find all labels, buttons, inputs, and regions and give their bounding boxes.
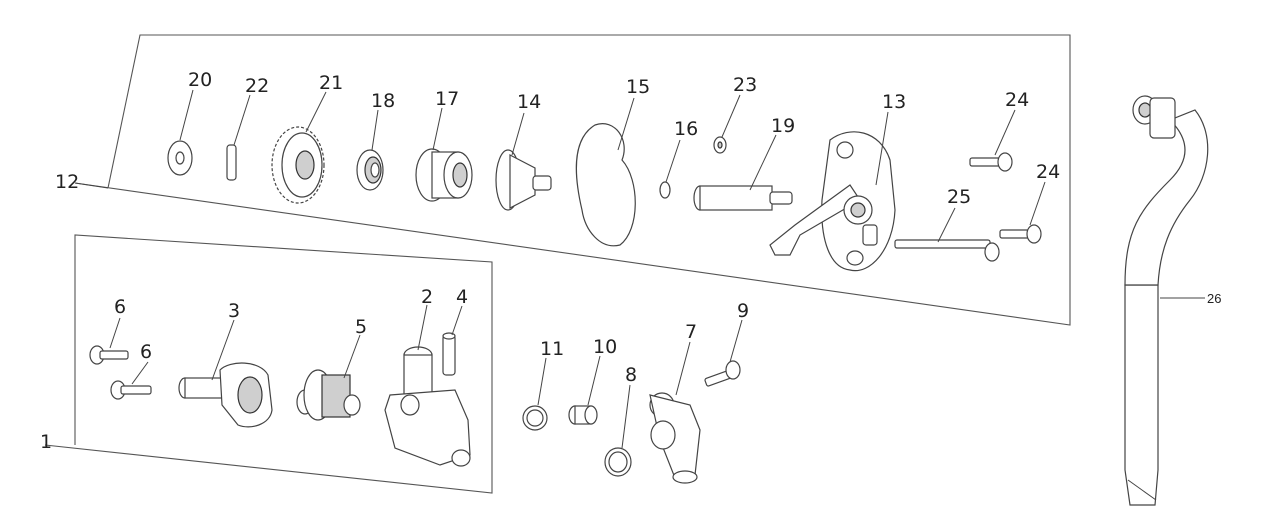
part-22-pin: [226, 144, 237, 181]
part-21-gear: [271, 126, 325, 204]
part-11-o-ring: [522, 405, 548, 431]
part-6-bolt-b: [110, 380, 152, 400]
callout-7: 7: [685, 321, 697, 343]
callout-17: 17: [435, 88, 459, 110]
part-2-pump-body: [384, 346, 471, 467]
part-6-bolt-a: [89, 345, 129, 365]
callout-9: 9: [737, 300, 749, 322]
part-24-bolt-upper: [969, 152, 1013, 172]
callout-2: 2: [421, 286, 433, 308]
part-4-nipple: [442, 332, 456, 376]
part-26-hose: [1124, 95, 1209, 506]
callout-6b: 6: [140, 341, 152, 363]
callout-26: 26: [1207, 291, 1221, 306]
part-19-shaft: [693, 185, 793, 211]
part-7-elbow-fitting: [649, 392, 701, 484]
part-10-collar: [568, 405, 598, 425]
callout-20: 20: [188, 69, 212, 91]
callout-12: 12: [55, 171, 79, 193]
part-17-mechanical-seal: [415, 148, 473, 202]
part-8-o-ring: [604, 447, 632, 477]
leader-12: [74, 182, 109, 189]
part-5-thermostat: [296, 369, 361, 421]
callout-16: 16: [674, 118, 698, 140]
callout-24a: 24: [1005, 89, 1029, 111]
part-24-bolt-lower: [999, 224, 1042, 244]
callout-14: 14: [517, 91, 541, 113]
part-15-gasket: [575, 123, 636, 247]
callout-3: 3: [228, 300, 240, 322]
callout-13: 13: [882, 91, 906, 113]
part-20-washer: [167, 140, 193, 176]
part-13-pump-cover: [769, 131, 896, 272]
callout-5: 5: [355, 316, 367, 338]
part-18-seal: [356, 149, 384, 191]
callout-23: 23: [733, 74, 757, 96]
callout-25: 25: [947, 186, 971, 208]
part-23-washer: [713, 136, 727, 154]
callout-4: 4: [456, 286, 468, 308]
callout-10: 10: [593, 336, 617, 358]
callout-18: 18: [371, 90, 395, 112]
callout-19: 19: [771, 115, 795, 137]
callout-11: 11: [540, 338, 564, 360]
callout-21: 21: [319, 72, 343, 94]
part-9-bolt: [704, 360, 741, 387]
callout-22: 22: [245, 75, 269, 97]
callout-6a: 6: [114, 296, 126, 318]
callout-1: 1: [40, 431, 52, 453]
lower-assembly-frame: [44, 234, 493, 494]
upper-assembly-frame: [74, 34, 1071, 326]
part-3-thermostat-housing: [178, 362, 273, 428]
part-16-washer: [659, 181, 671, 199]
part-25-long-bolt: [894, 239, 1000, 262]
callout-24b: 24: [1036, 161, 1060, 183]
part-14-impeller: [495, 149, 552, 211]
callout-15: 15: [626, 76, 650, 98]
callout-8: 8: [625, 364, 637, 386]
